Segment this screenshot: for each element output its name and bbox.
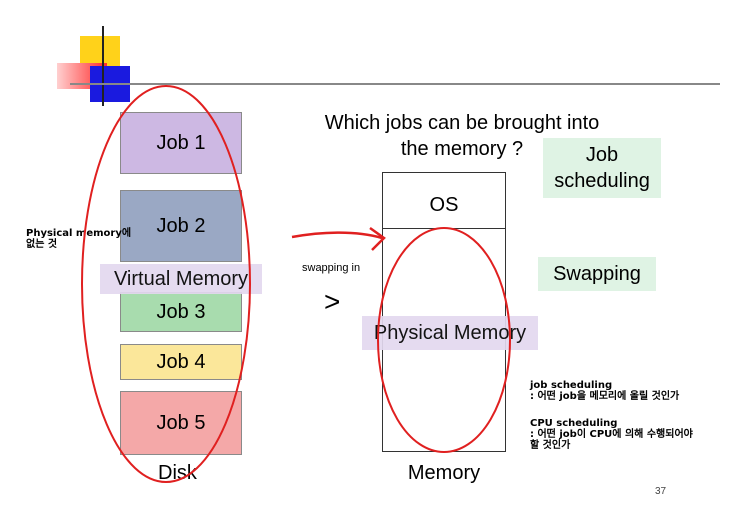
- disk-red-ellipse: [81, 85, 251, 483]
- question-title: Which jobs can be brought into the memor…: [324, 112, 600, 160]
- os-label: OS: [429, 194, 459, 216]
- job-box-4: Job 4: [120, 344, 242, 380]
- logo-horizontal-line: [70, 83, 720, 85]
- job-box-2: Job 2: [120, 190, 242, 262]
- physical-memory-note: Physical memory에 없는 것: [26, 228, 132, 250]
- job-box-5: Job 5: [120, 391, 242, 455]
- arrow-symbol: >: [324, 286, 341, 317]
- swap-arrow-head: [369, 226, 386, 251]
- cpu-scheduling-note: CPU scheduling : 어떤 job이 CPU에 의해 수행되어야 할…: [530, 418, 693, 451]
- swapping-in-label: swapping in: [302, 262, 361, 274]
- swap-arrow-line: [291, 231, 383, 240]
- disk-label: Disk: [158, 462, 197, 484]
- logo-vertical-line: [102, 26, 104, 106]
- job-scheduling-note: job scheduling : 어떤 job을 메모리에 올릴 것인가: [530, 380, 680, 402]
- virtual-memory-label: Virtual Memory: [100, 264, 262, 294]
- job-scheduling-tag: Job scheduling: [543, 138, 661, 198]
- memory-label: Memory: [407, 462, 481, 484]
- job-box-1: Job 1: [120, 112, 242, 174]
- physical-memory-label: Physical Memory: [362, 316, 538, 350]
- page-number: 37: [655, 486, 667, 497]
- memory-red-ellipse: [377, 227, 511, 453]
- swapping-tag: Swapping: [538, 257, 656, 291]
